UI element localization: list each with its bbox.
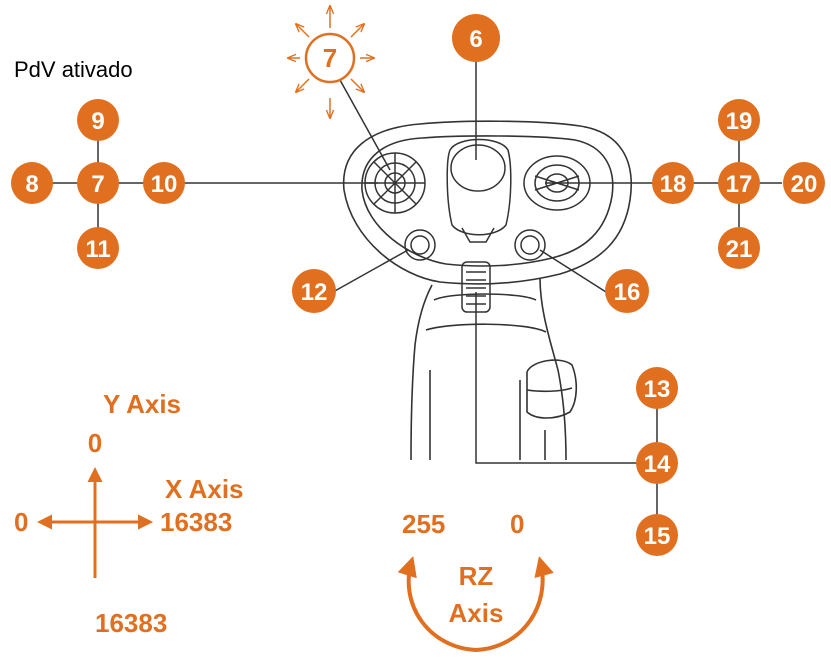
badge-17: 17: [718, 162, 760, 204]
badge-18: 18: [652, 162, 694, 204]
badge-12-label: 12: [301, 279, 328, 306]
xy-axis-legend: Y Axis 0 0 X Axis 16383 16383: [14, 389, 244, 638]
badge-19: 19: [718, 99, 760, 141]
rz-axis-title-line2: Axis: [449, 598, 504, 628]
badge-11: 11: [77, 227, 119, 269]
joystick-outline: [342, 120, 632, 461]
badge-18-label: 18: [660, 171, 687, 198]
badge-14-label: 14: [644, 451, 671, 478]
button-16-shape: [514, 229, 546, 261]
rz-right-value: 0: [510, 509, 524, 539]
hat-direction-icon: [288, 6, 374, 118]
badge-13-label: 13: [644, 376, 671, 403]
badge-10-label: 10: [151, 171, 178, 198]
badge-17-label: 17: [726, 171, 753, 198]
rz-axis-legend: 255 0 RZ Axis: [397, 509, 554, 653]
badge-6-label: 6: [469, 26, 482, 53]
badge-14: 14: [636, 442, 678, 484]
badge-9: 9: [77, 99, 119, 141]
hat-direction-number: 7: [323, 43, 337, 73]
badge-20-label: 20: [791, 171, 818, 198]
button-12-shape: [404, 229, 436, 261]
rz-rotation-arrow: [397, 556, 554, 653]
badge-21-label: 21: [726, 236, 753, 263]
badge-7-label: 7: [91, 171, 104, 198]
y-axis-min: 0: [88, 428, 102, 458]
x-axis-title: X Axis: [165, 474, 244, 504]
leader-lines: [176, 62, 660, 464]
x-axis-max: 16383: [160, 507, 232, 537]
badge-8-label: 8: [25, 171, 38, 198]
badge-11-label: 11: [85, 236, 110, 263]
badge-15-label: 15: [644, 523, 671, 550]
badge-9-label: 9: [91, 108, 104, 135]
y-axis-max: 16383: [95, 608, 167, 638]
rz-left-value: 255: [402, 509, 445, 539]
badge-16-label: 16: [614, 279, 641, 306]
badge-16: 16: [605, 269, 649, 313]
center-thumbstick: [446, 138, 512, 243]
pov-activated-label: PdV ativado: [14, 57, 133, 82]
badge-20: 20: [783, 162, 825, 204]
rz-axis-title-line1: RZ: [459, 561, 494, 591]
badge-21: 21: [718, 227, 760, 269]
x-axis-min: 0: [14, 507, 28, 537]
badge-12: 12: [292, 269, 336, 313]
badge-8: 8: [11, 162, 53, 204]
badge-13: 13: [636, 367, 678, 409]
y-axis-title: Y Axis: [103, 389, 181, 419]
badge-10: 10: [143, 162, 185, 204]
badge-19-label: 19: [726, 108, 753, 135]
badge-15: 15: [636, 514, 678, 556]
y-axis-arrow: [40, 470, 150, 578]
badge-7: 7: [77, 162, 119, 204]
badge-6: 6: [452, 14, 500, 62]
